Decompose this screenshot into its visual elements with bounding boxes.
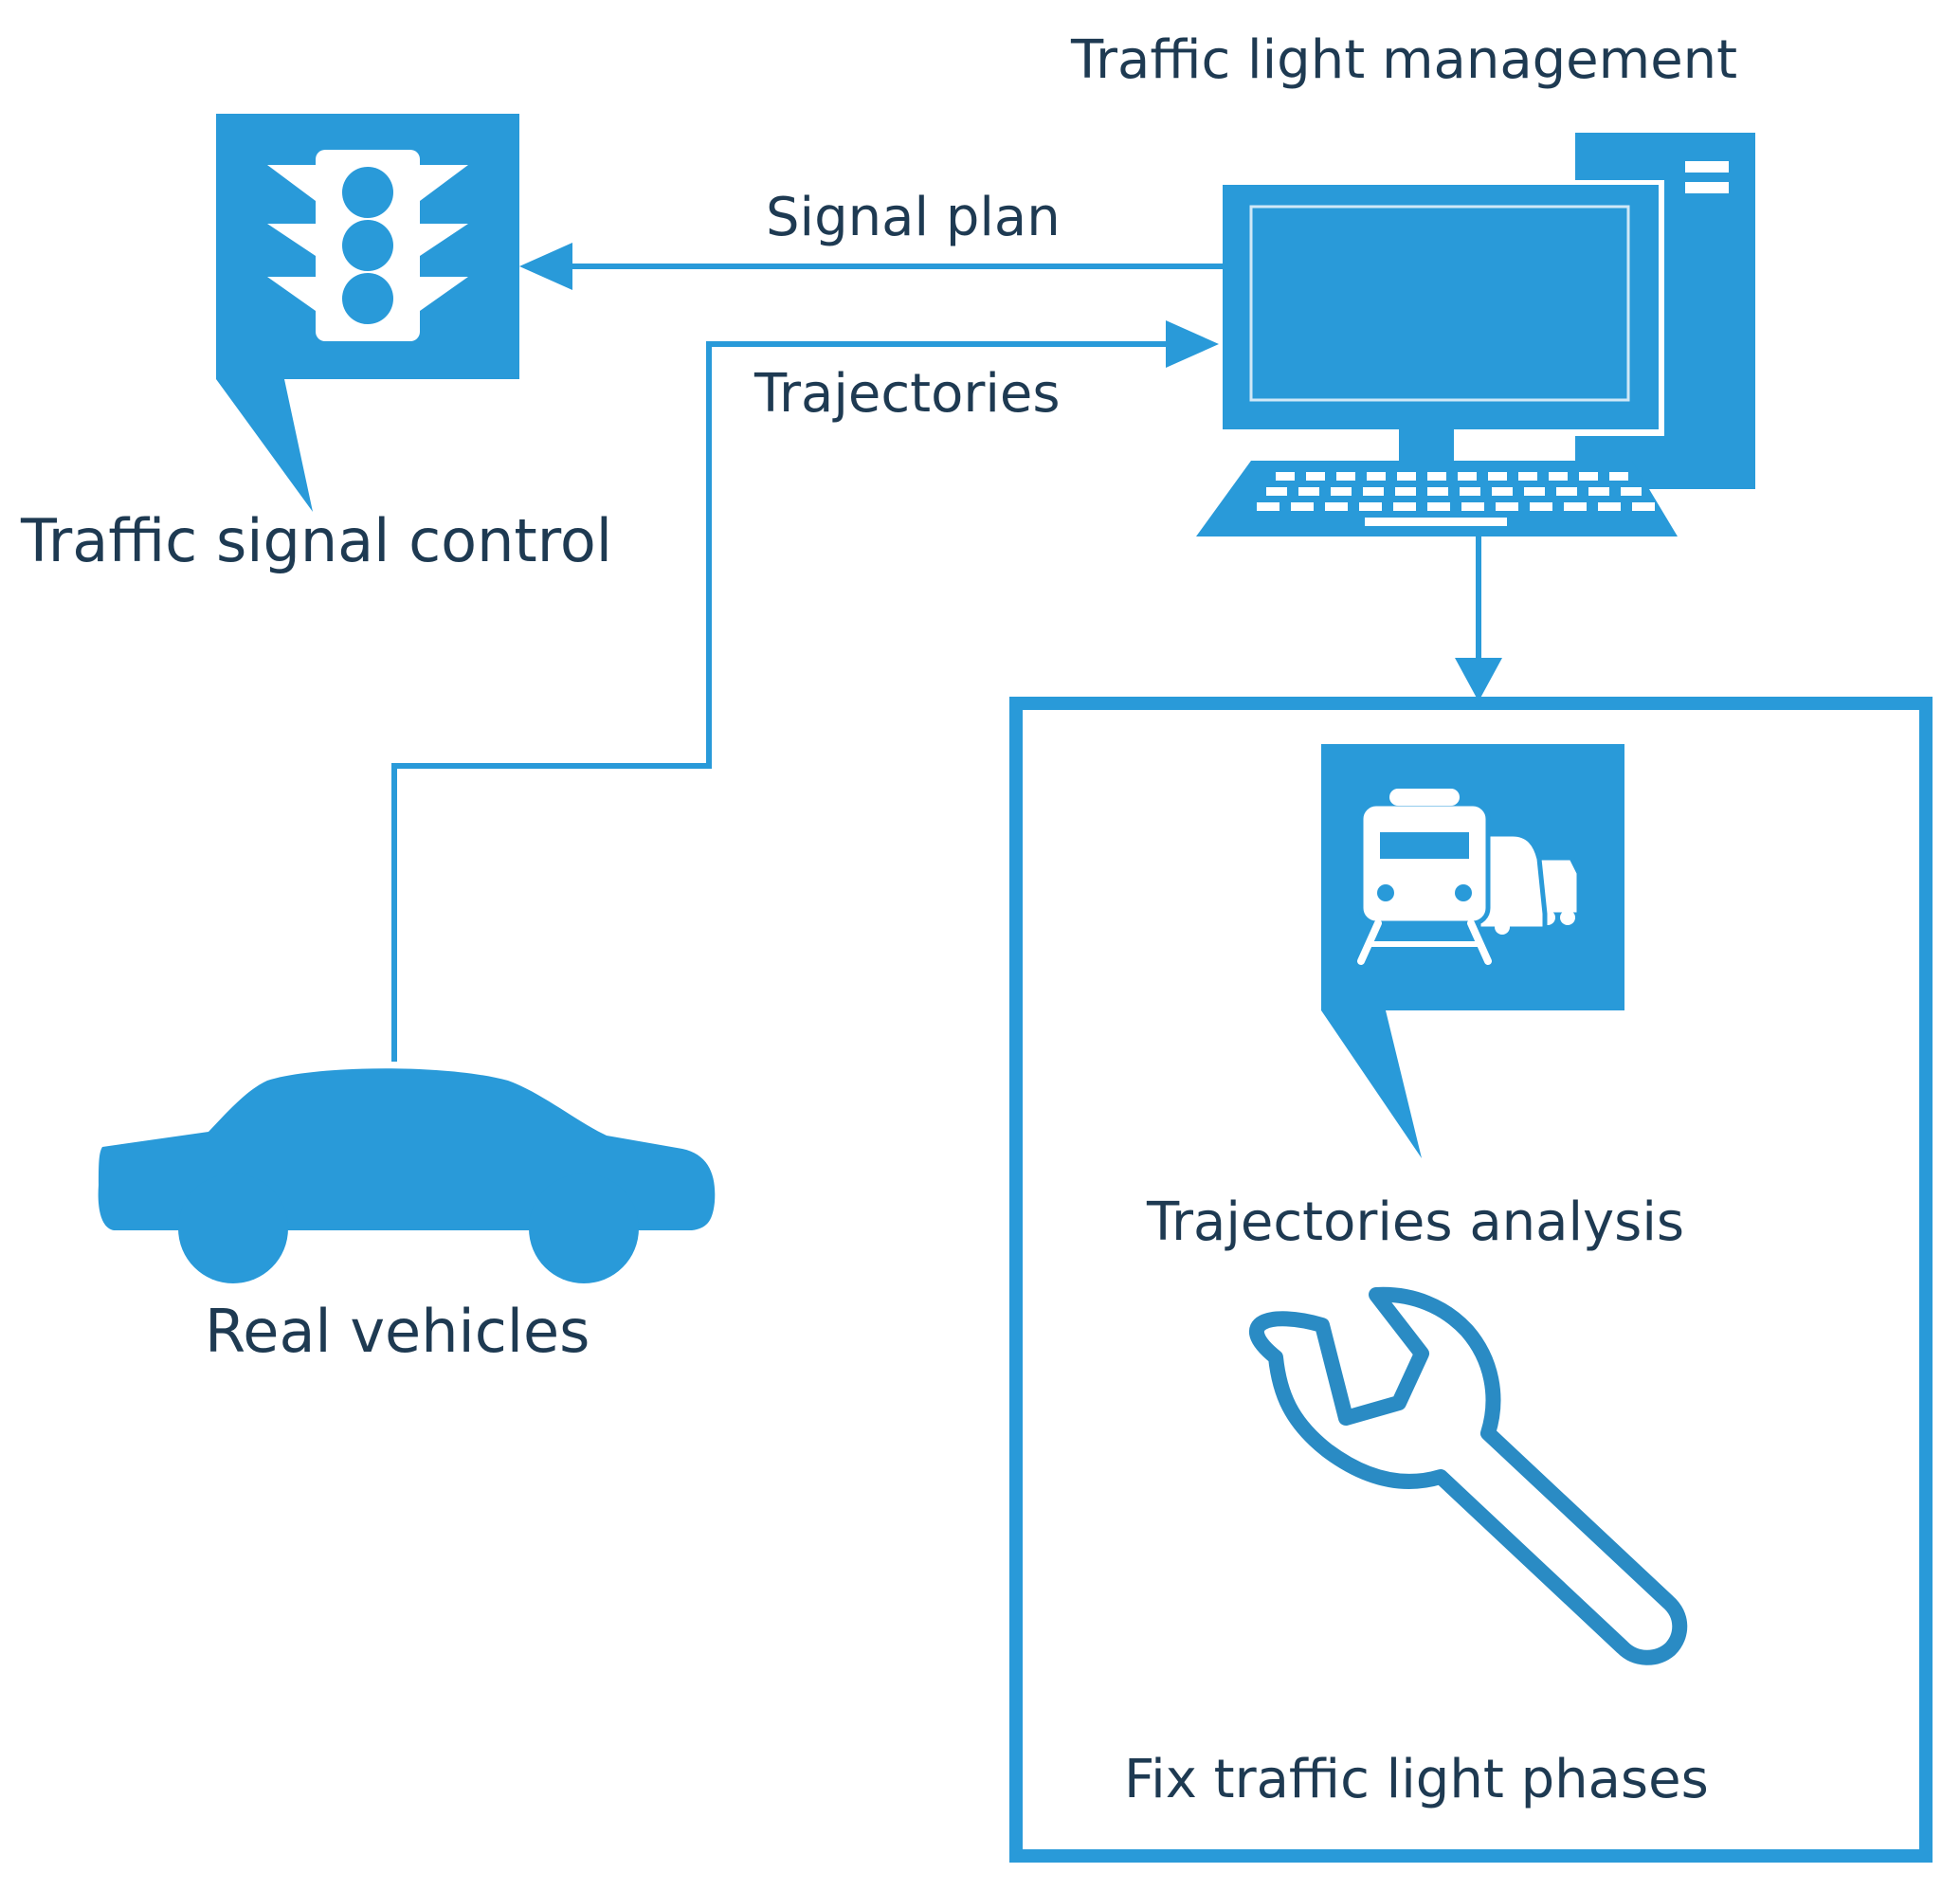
wrench-icon [1249,1286,1688,1665]
keyboard-key [1336,472,1355,481]
keyboard-key [1393,502,1416,511]
computer-monitor [1223,185,1659,429]
keyboard-key [1518,472,1537,481]
keyboard-key [1306,472,1325,481]
keyboard-key [1427,502,1450,511]
keyboard-key [1564,502,1587,511]
keyboard-key [1609,472,1628,481]
keyboard-key [1588,487,1609,496]
keyboard-spacebar [1365,518,1507,526]
keyboard-key [1492,487,1513,496]
keyboard-key [1461,502,1484,511]
keyboard-key [1359,502,1382,511]
fix-phases-label: Fix traffic light phases [1124,1749,1709,1810]
keyboard-key [1530,502,1552,511]
keyboard-key [1367,472,1386,481]
trajectories-arrowhead [1166,320,1219,368]
keyboard-key [1427,472,1446,481]
trajectories-analysis-node [1321,744,1624,1158]
keyboard-key [1621,487,1642,496]
vehicles-icon [1357,789,1582,965]
keyboard-key [1496,502,1518,511]
keyboard-key [1397,472,1416,481]
traffic-light-management-label: Traffic light management [1071,29,1738,91]
keyboard-key [1524,487,1545,496]
edge-signal-plan [519,243,1223,290]
traffic-signal-control-node [216,114,519,512]
keyboard-key [1276,472,1295,481]
keyboard-key [1556,487,1577,496]
keyboard-key [1549,472,1568,481]
keyboard-key [1632,502,1655,511]
keyboard-key [1266,487,1287,496]
keyboard-key [1460,487,1480,496]
real-vehicles-label: Real vehicles [205,1297,590,1366]
keyboard-key [1363,487,1384,496]
keyboard-key [1427,487,1448,496]
signal-plan-arrowhead [519,243,572,290]
keyboard-key [1488,472,1507,481]
analysis-box [1009,697,1933,1863]
desktop-computer-icon [1196,133,1755,536]
keyboard-key [1331,487,1352,496]
keyboard-key [1298,487,1319,496]
keyboard-key [1325,502,1348,511]
keyboard-key [1395,487,1416,496]
keyboard-key [1257,502,1279,511]
keyboard-key [1458,472,1477,481]
edge-trajectories [391,320,1219,1062]
traffic-light-management-node [1196,133,1755,536]
real-vehicles-node [98,1068,716,1283]
edge-to-analysis [1455,536,1502,701]
traffic-signal-control-label: Traffic signal control [21,506,612,575]
trajectories-analysis-label: Trajectories analysis [1147,1191,1685,1253]
trajectories-edge-label: Trajectories [754,363,1061,425]
traffic-light-icon [267,150,468,341]
keyboard-key [1291,502,1314,511]
analysis-arrowhead [1455,658,1502,701]
signal-plan-label: Signal plan [766,187,1061,248]
keyboard-key [1598,502,1621,511]
keyboard-key [1579,472,1598,481]
fix-phases-node [1249,1286,1688,1665]
